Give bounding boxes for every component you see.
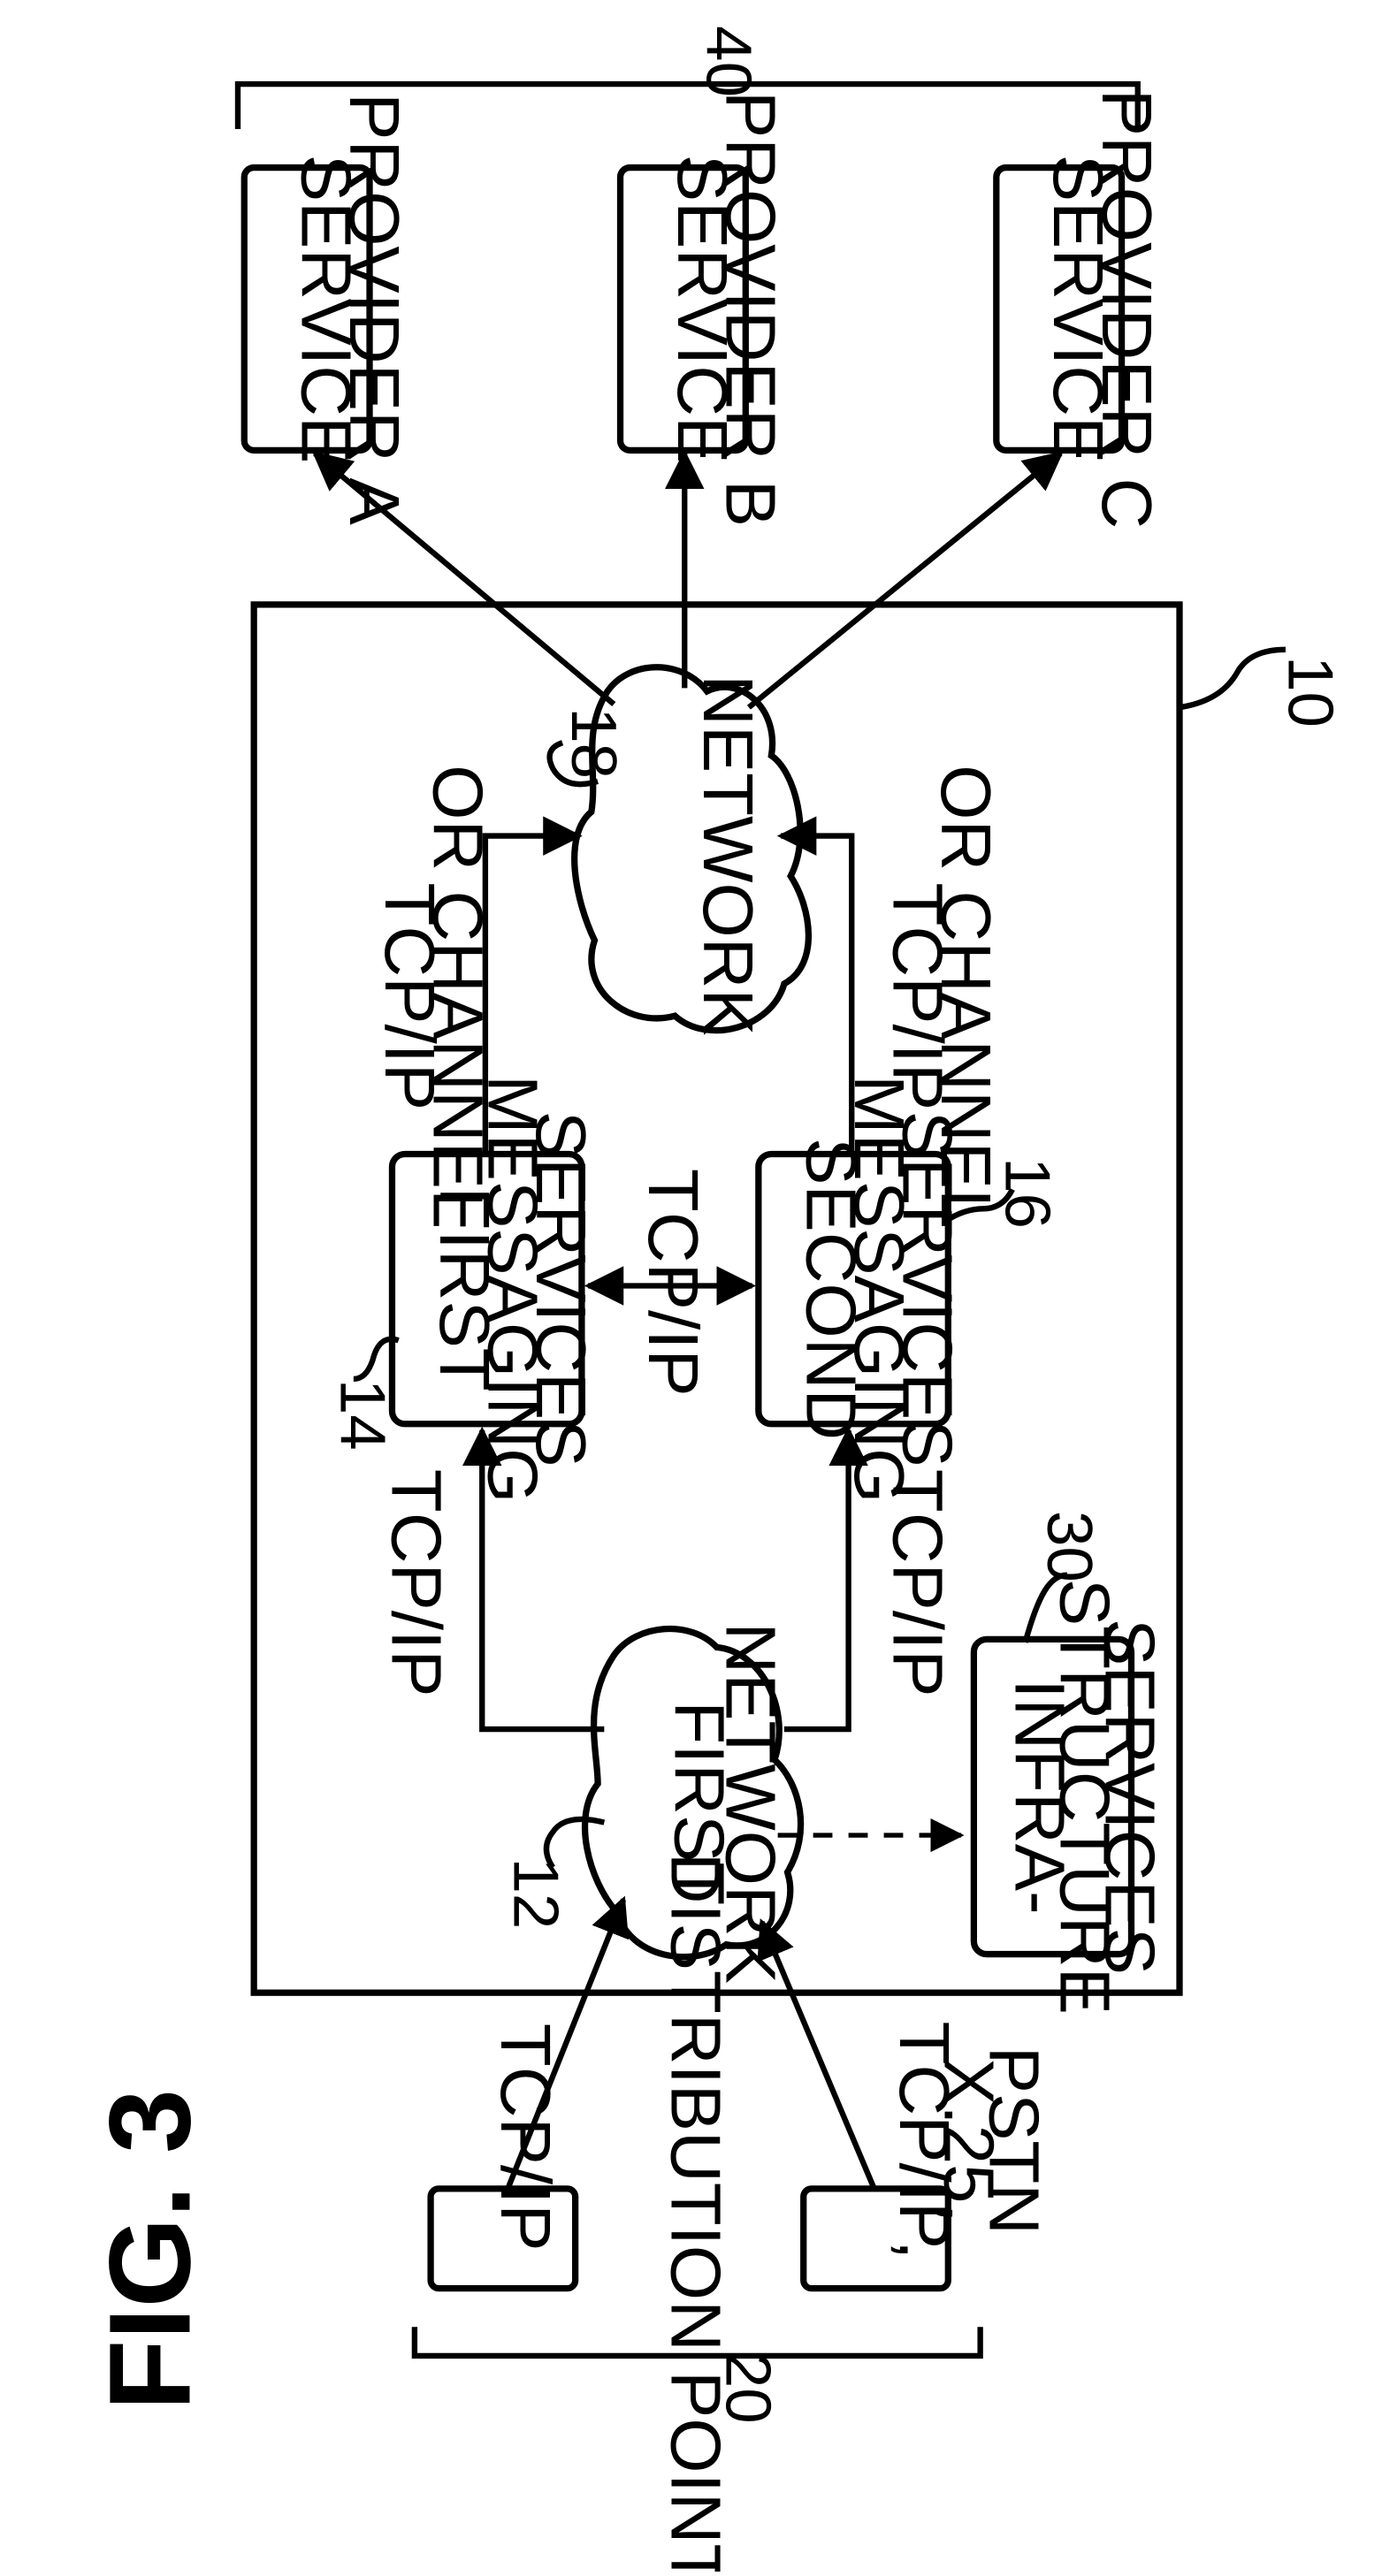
fn-to-first-label: TCP/IP bbox=[377, 1469, 455, 1697]
first-messaging-ref: 14 bbox=[326, 1379, 398, 1451]
service-provider-c: SERVICE PROVIDER C bbox=[996, 89, 1166, 530]
second-to-network-line2: OR CHANNEL bbox=[927, 765, 1005, 1228]
infrastructure-services: INFRA- STRUCTURE SERVICES bbox=[974, 1579, 1169, 2015]
distribution-points-label: DISTRIBUTION POINTS bbox=[657, 1853, 736, 2572]
service-provider-a-line2: PROVIDER A bbox=[335, 93, 414, 525]
dp-upper-label: TCP/IP bbox=[486, 2023, 565, 2252]
figure-title: FIG. 3 bbox=[85, 2089, 214, 2411]
service-provider-c-line2: PROVIDER C bbox=[1088, 89, 1166, 530]
service-provider-b-line2: PROVIDER B bbox=[711, 91, 790, 527]
providers-ref: 40 bbox=[693, 26, 765, 97]
distribution-ref: 20 bbox=[712, 2352, 783, 2424]
dp-lower-line3: PSTN bbox=[975, 2046, 1054, 2235]
first-messaging-line3: SERVICES bbox=[522, 1111, 600, 1467]
service-provider-a: SERVICE PROVIDER A bbox=[244, 93, 414, 525]
first-to-network-line2: OR CHANNEL bbox=[419, 765, 498, 1228]
system-ref-leader bbox=[1180, 650, 1286, 707]
fn-to-second-label: TCP/IP bbox=[878, 1469, 957, 1697]
infrastructure-line3: SERVICES bbox=[1090, 1619, 1169, 1975]
infrastructure-ref: 30 bbox=[1034, 1511, 1105, 1582]
first-network-ref: 12 bbox=[500, 1858, 572, 1930]
network-ref: 18 bbox=[558, 707, 630, 779]
network-label: NETWORK bbox=[689, 674, 767, 1036]
between-messaging-label: TCP/IP bbox=[634, 1169, 713, 1397]
service-provider-b: SERVICE PROVIDER B bbox=[621, 91, 790, 527]
system-ref: 10 bbox=[1275, 656, 1347, 728]
